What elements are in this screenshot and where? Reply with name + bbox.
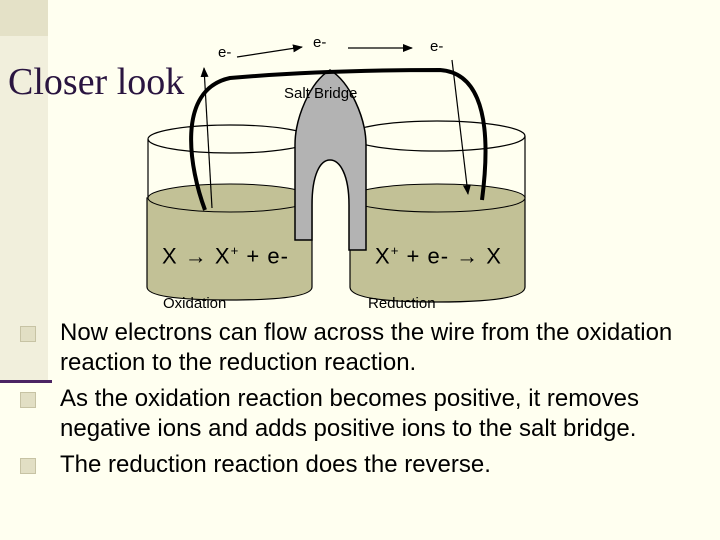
bullet-item: The reduction reaction does the reverse. (20, 450, 710, 480)
bullet-icon (20, 326, 36, 342)
electron-arrow-top-left (236, 44, 303, 58)
bullet-item: Now electrons can flow across the wire f… (20, 318, 710, 378)
side-decoration (0, 36, 48, 382)
right-beaker (348, 120, 526, 303)
electron-label: e- (218, 44, 232, 61)
bullet-text: Now electrons can flow across the wire f… (60, 319, 673, 376)
bullet-text: As the oxidation reaction becomes positi… (60, 385, 639, 442)
bullet-list: Now electrons can flow across the wire f… (20, 318, 710, 486)
electron-arrow-down (451, 59, 471, 195)
electron-label: e- (430, 38, 444, 55)
oxidation-equation: X → X+ + e- (162, 243, 289, 269)
bullet-icon (20, 458, 36, 474)
left-beaker (146, 124, 313, 301)
reduction-equation: X+ + e- → X (375, 243, 502, 269)
reduction-caption: Reduction (368, 295, 436, 312)
bullet-icon (20, 392, 36, 408)
accent-line (0, 380, 52, 383)
bullet-text: The reduction reaction does the reverse. (60, 451, 491, 478)
wire (189, 67, 488, 211)
electron-arrow-up (200, 67, 213, 209)
slide-title: Closer look (8, 61, 185, 103)
corner-decoration (0, 0, 48, 36)
galvanic-cell-diagram (146, 44, 526, 303)
bullet-item: As the oxidation reaction becomes positi… (20, 384, 710, 444)
salt-bridge-label: Salt Bridge (284, 85, 358, 102)
salt-bridge (294, 69, 367, 251)
oxidation-caption: Oxidation (163, 295, 227, 312)
electron-label: e- (313, 34, 327, 51)
